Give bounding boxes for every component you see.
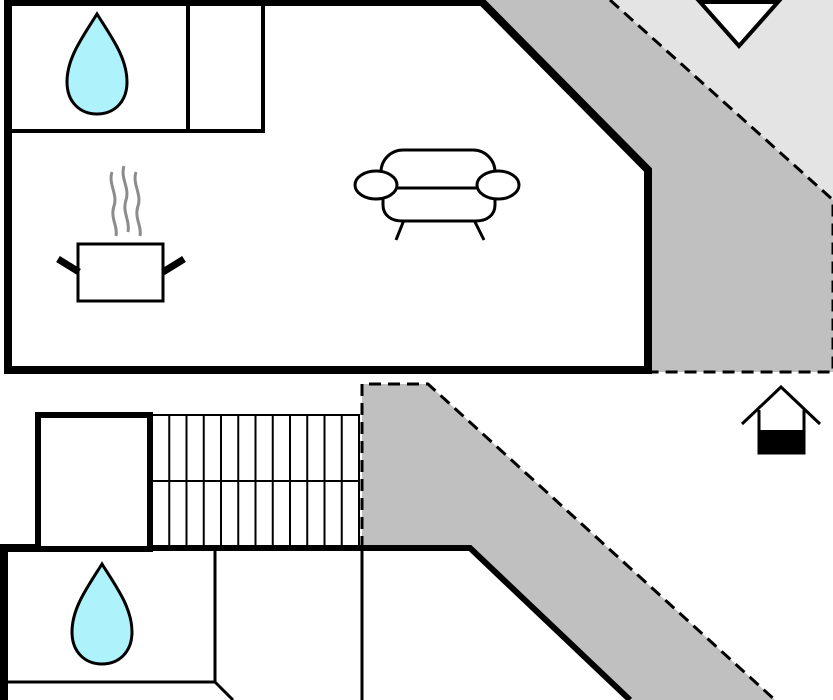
sofa-leg — [394, 219, 406, 241]
pot-handle-left — [56, 256, 81, 275]
pot-body — [76, 242, 165, 303]
triangle-marker-icon — [695, 0, 783, 50]
lower-room-walls-top — [150, 545, 633, 700]
steam-line — [109, 171, 118, 237]
lower-closet-room — [35, 412, 153, 552]
water-drop-icon — [65, 11, 129, 116]
lower-bathroom-door-line — [213, 680, 235, 700]
terrace-area-upper — [482, 0, 833, 372]
entrance-roof — [740, 384, 822, 426]
staircase — [151, 414, 360, 547]
sofa-armrest-right — [475, 169, 521, 201]
lower-room-walls — [0, 544, 38, 700]
sofa-seat — [381, 186, 497, 223]
steam-line — [121, 165, 130, 233]
water-drop-icon — [70, 561, 134, 666]
pot-handle-right — [161, 256, 186, 275]
terrace-outline-lower — [360, 382, 777, 700]
terrace-area-lower — [362, 384, 775, 700]
upper-room-floor — [8, 0, 648, 370]
upper-bathroom-wall — [8, 2, 265, 133]
cooking-pot-icon — [56, 165, 186, 303]
entrance-door-fill — [759, 430, 804, 453]
steam-line — [133, 171, 142, 237]
sofa-leg — [472, 219, 486, 241]
sofa-armrest-left — [353, 169, 399, 201]
upper-room-walls — [4, 0, 652, 374]
sofa-icon — [353, 148, 521, 241]
entrance-house-icon — [740, 384, 822, 455]
